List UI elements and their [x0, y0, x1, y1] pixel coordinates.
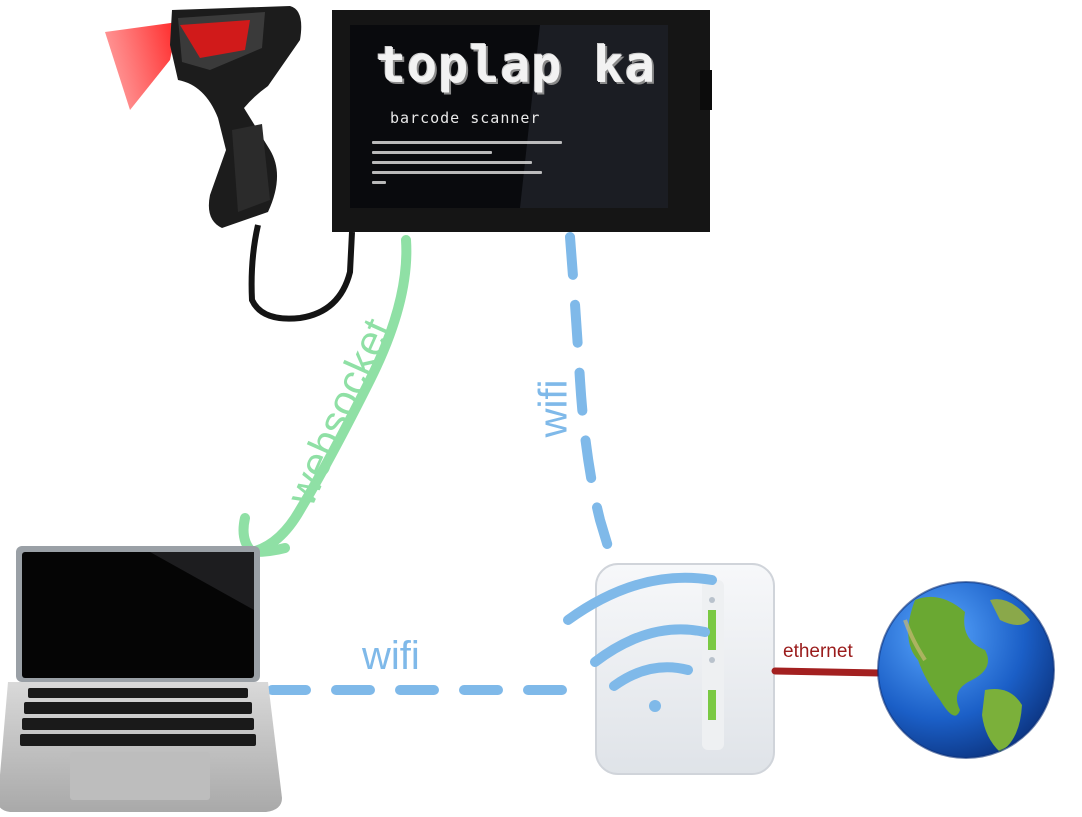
barcode-scanner-icon: [105, 6, 355, 322]
laptop-icon: [0, 546, 282, 812]
globe-icon: [877, 581, 1055, 759]
wifi-icon: [563, 572, 717, 712]
display-screen-icon: [332, 10, 712, 232]
wifi-link-vertical: [565, 232, 617, 565]
ethernet-label: ethernet: [783, 641, 853, 662]
wifi-label-horizontal: wifi: [362, 634, 420, 678]
wifi-label-vertical: wifi: [531, 379, 576, 438]
ethernet-link: [771, 667, 884, 677]
